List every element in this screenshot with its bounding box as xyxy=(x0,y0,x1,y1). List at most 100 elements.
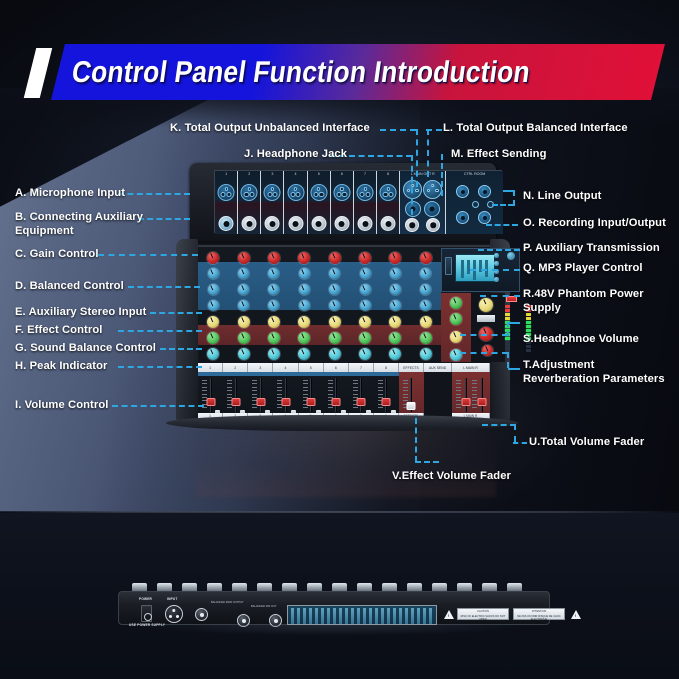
effect-knob-ch2[interactable] xyxy=(237,332,250,344)
eq-mid-knob-ch8[interactable] xyxy=(420,284,432,295)
channel-mute-button[interactable] xyxy=(215,410,221,414)
eq-low-knob-ch1[interactable] xyxy=(207,300,219,311)
channel-fader-6[interactable] xyxy=(331,398,341,406)
trs-input-icon[interactable] xyxy=(218,216,234,231)
eq-low-knob-ch6[interactable] xyxy=(359,300,371,311)
balanced-output-jack-left[interactable] xyxy=(195,608,208,621)
jack-channel-7[interactable]: 7 xyxy=(353,171,378,234)
eq-mid-knob-ch3[interactable] xyxy=(268,284,280,295)
channel-fader-1[interactable] xyxy=(206,398,216,406)
channel-mute-button[interactable] xyxy=(265,410,271,414)
eq-mid-knob-ch2[interactable] xyxy=(238,284,250,295)
recording-rca-left[interactable] xyxy=(456,211,470,224)
channel-mute-button[interactable] xyxy=(290,410,296,414)
eq-mid-knob-ch7[interactable] xyxy=(389,284,401,295)
trs-input-icon[interactable] xyxy=(288,216,304,231)
eq-mid-knob-ch6[interactable] xyxy=(359,284,371,295)
monitor-button[interactable] xyxy=(477,315,495,322)
xlr-input-icon[interactable] xyxy=(217,184,235,201)
gain-knob-ch7[interactable] xyxy=(389,252,402,264)
aux-send-knob[interactable] xyxy=(450,331,462,343)
channel-fader-7[interactable] xyxy=(356,398,366,406)
aux-knob-ch4[interactable] xyxy=(298,316,311,328)
main-out-xlr-right[interactable] xyxy=(423,180,443,199)
control-room-section[interactable]: CTRL ROOM xyxy=(446,171,503,234)
xlr-input-icon[interactable] xyxy=(333,184,351,201)
power-input-connector[interactable] xyxy=(165,605,183,623)
eq-high-knob-ch4[interactable] xyxy=(298,268,310,279)
trs-input-icon[interactable] xyxy=(311,216,327,231)
effect-knob-ch3[interactable] xyxy=(267,332,280,344)
reverb-param-knob[interactable] xyxy=(482,345,493,356)
channel-mute-button[interactable] xyxy=(340,410,346,414)
gain-knob-ch2[interactable] xyxy=(237,252,250,264)
channel-fader-4[interactable] xyxy=(281,398,291,406)
jack-channel-4[interactable]: 4 xyxy=(284,171,308,234)
xlr-input-icon[interactable] xyxy=(287,184,305,201)
headphone-jack-right[interactable] xyxy=(426,218,441,232)
gain-knob-ch1[interactable] xyxy=(207,252,220,264)
effect-knob-ch5[interactable] xyxy=(328,332,341,344)
total-volume-fader-right[interactable] xyxy=(477,398,487,406)
channel-fader-2[interactable] xyxy=(231,398,241,406)
pan-knob-ch2[interactable] xyxy=(237,348,250,360)
gain-knob-ch3[interactable] xyxy=(267,252,280,264)
main-output-section[interactable]: L MAIN OUT R xyxy=(400,171,447,234)
effect-knob-ch7[interactable] xyxy=(389,332,402,344)
headphone-jack-left[interactable] xyxy=(405,218,420,232)
gain-knob-ch4[interactable] xyxy=(298,252,311,264)
eq-mid-knob-ch5[interactable] xyxy=(329,284,341,295)
gain-knob-ch5[interactable] xyxy=(328,252,341,264)
pan-knob-ch6[interactable] xyxy=(359,348,372,360)
effect-knob-ch6[interactable] xyxy=(359,332,372,344)
effect-knob-ch4[interactable] xyxy=(298,332,311,344)
eq-low-knob-ch4[interactable] xyxy=(298,300,310,311)
aux-knob-ch2[interactable] xyxy=(237,316,250,328)
aux-knob-ch8[interactable] xyxy=(419,316,432,328)
xlr-input-icon[interactable] xyxy=(240,184,258,201)
channel-mute-button[interactable] xyxy=(391,410,396,414)
line-output-rca-left[interactable] xyxy=(456,185,470,198)
balanced-output-xlr-right[interactable] xyxy=(269,614,282,627)
eq-low-knob-ch8[interactable] xyxy=(420,300,432,311)
gain-knob-ch6[interactable] xyxy=(359,252,372,264)
eq-high-knob-ch7[interactable] xyxy=(389,268,401,279)
eq-low-knob-ch3[interactable] xyxy=(268,300,280,311)
eq-low-knob-ch5[interactable] xyxy=(329,300,341,311)
eq-high-knob-ch5[interactable] xyxy=(329,268,341,279)
eq-high-knob-ch6[interactable] xyxy=(359,268,371,279)
gain-knob-ch8[interactable] xyxy=(419,252,432,264)
aux-send-jack[interactable] xyxy=(472,201,480,208)
aux-knob-ch1[interactable] xyxy=(207,316,220,328)
pan-knob-ch5[interactable] xyxy=(328,348,341,360)
aux-knob-ch3[interactable] xyxy=(267,316,280,328)
trs-input-icon[interactable] xyxy=(264,216,280,231)
jack-channel-5[interactable]: 5 xyxy=(307,171,331,234)
total-volume-fader-left[interactable] xyxy=(461,398,471,406)
pan-knob-ch3[interactable] xyxy=(267,348,280,360)
jack-channel-6[interactable]: 6 xyxy=(330,171,354,234)
mp3-volume-knob[interactable] xyxy=(507,252,515,260)
eq-low-knob-ch7[interactable] xyxy=(389,300,401,311)
mp3-next-icon[interactable] xyxy=(494,269,499,274)
mp3-buttons[interactable] xyxy=(494,252,516,287)
effect-pan-knob[interactable] xyxy=(450,349,462,361)
jack-channel-2[interactable]: 2 xyxy=(238,171,262,234)
xlr-input-icon[interactable] xyxy=(310,184,328,201)
xlr-input-icon[interactable] xyxy=(379,184,397,201)
pan-knob-ch7[interactable] xyxy=(389,348,402,360)
eq-high-knob-ch1[interactable] xyxy=(207,268,219,279)
xlr-input-icon[interactable] xyxy=(263,184,281,201)
effect-return-knob[interactable] xyxy=(450,297,462,309)
pan-knob-ch4[interactable] xyxy=(298,348,311,360)
aux-knob-ch7[interactable] xyxy=(389,316,402,328)
headphone-volume-knob[interactable] xyxy=(479,298,493,312)
aux-knob-ch5[interactable] xyxy=(328,316,341,328)
pan-knob-ch1[interactable] xyxy=(207,348,220,360)
xlr-input-icon[interactable] xyxy=(356,184,374,201)
eq-mid-knob-ch1[interactable] xyxy=(207,284,219,295)
mp3-play-icon[interactable] xyxy=(494,253,499,258)
eq-low-knob-ch2[interactable] xyxy=(238,300,250,311)
effect-send-knob[interactable] xyxy=(450,313,462,325)
main-out-trs-right[interactable] xyxy=(424,201,441,217)
